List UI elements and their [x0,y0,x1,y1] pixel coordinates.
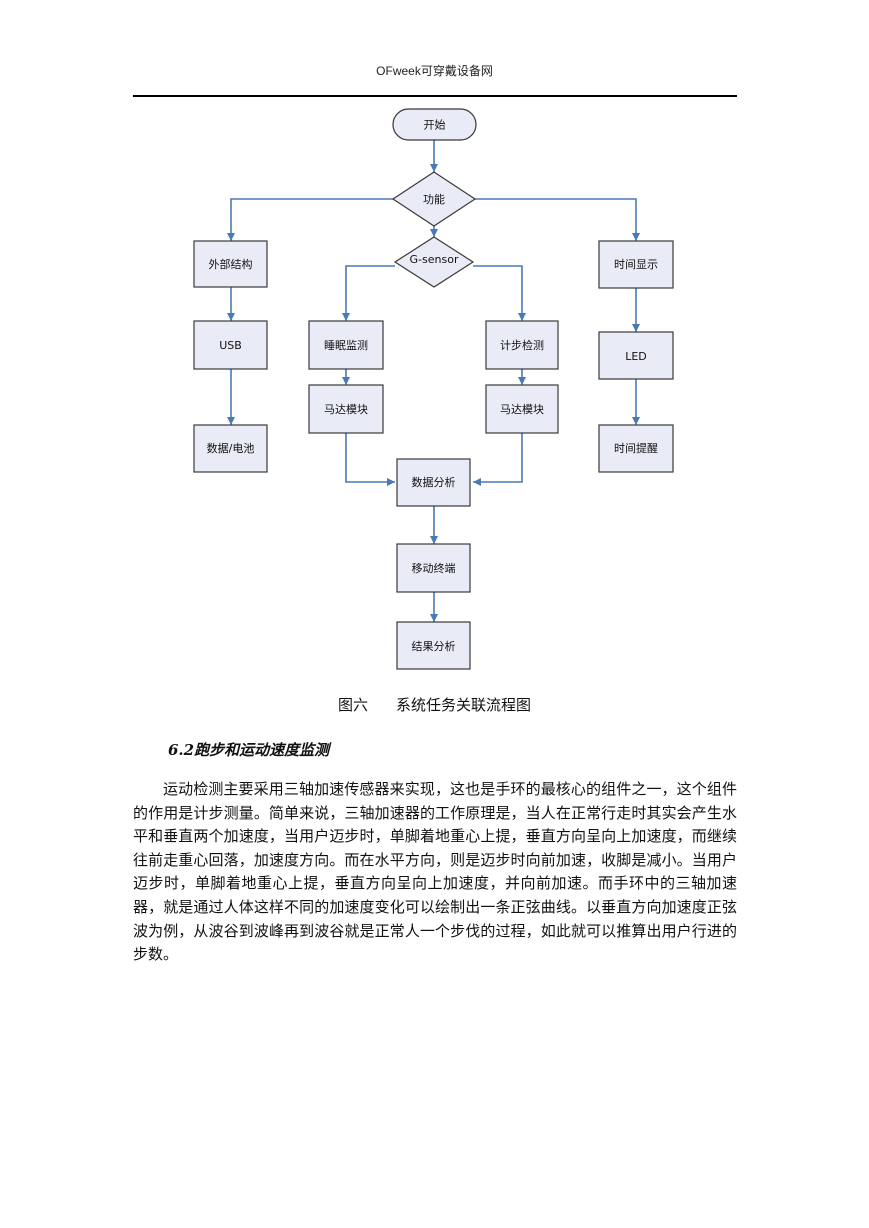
node-data-analysis: 数据分析 [396,458,471,507]
node-motor-right: 马达模块 [485,384,559,434]
node-data-battery-label: 数据/电池 [207,441,255,455]
node-time-display-label: 时间显示 [614,258,658,271]
figure-number: 图六 [337,696,368,714]
node-external-structure-label: 外部结构 [209,257,253,271]
node-led: LED [598,331,674,380]
figure-title: 系统任务关联流程图 [396,696,532,714]
node-result-analysis: 结果分析 [396,621,471,670]
page-header: OFweek可穿戴设备网 [376,64,493,78]
header-divider [133,95,737,97]
figure-caption: 图六 系统任务关联流程图 [0,694,869,715]
node-led-label: LED [625,350,647,363]
node-function-decision: 功能 [391,171,477,227]
node-usb: USB [193,320,268,370]
flowchart: 开始 功能 G-sensor 外部结构 USB 数据/电池 睡眠监测 马达模块 … [193,108,674,670]
node-data-analysis-label: 数据分析 [412,475,456,489]
node-function-label: 功能 [423,192,445,206]
flow-connectors [227,140,640,622]
node-result-analysis-label: 结果分析 [412,639,456,653]
body-paragraph: 运动检测主要采用三轴加速传感器来实现，这也是手环的最核心的组件之一，这个组件的作… [133,780,737,964]
node-external-structure: 外部结构 [193,240,268,288]
node-time-reminder-label: 时间提醒 [614,442,658,455]
node-mobile-terminal: 移动终端 [396,543,471,593]
node-usb-label: USB [219,339,242,352]
node-gsensor-decision: G-sensor [393,236,475,288]
node-mobile-terminal-label: 移动终端 [412,561,456,575]
node-motor-right-label: 马达模块 [500,403,544,416]
node-sleep-monitor-label: 睡眠监测 [324,339,368,352]
node-sleep-monitor: 睡眠监测 [308,320,384,370]
node-start-label: 开始 [424,118,446,132]
node-step-detect-label: 计步检测 [500,338,544,352]
node-time-display: 时间显示 [598,240,674,289]
node-motor-left-label: 马达模块 [324,403,368,416]
node-data-battery: 数据/电池 [193,424,268,473]
section-heading: 6.2跑步和运动速度监测 [168,741,330,759]
node-gsensor-label: G-sensor [410,253,459,266]
node-step-detect: 计步检测 [485,320,559,370]
node-start: 开始 [392,108,477,141]
node-time-reminder: 时间提醒 [598,424,674,473]
node-motor-left: 马达模块 [308,384,384,434]
